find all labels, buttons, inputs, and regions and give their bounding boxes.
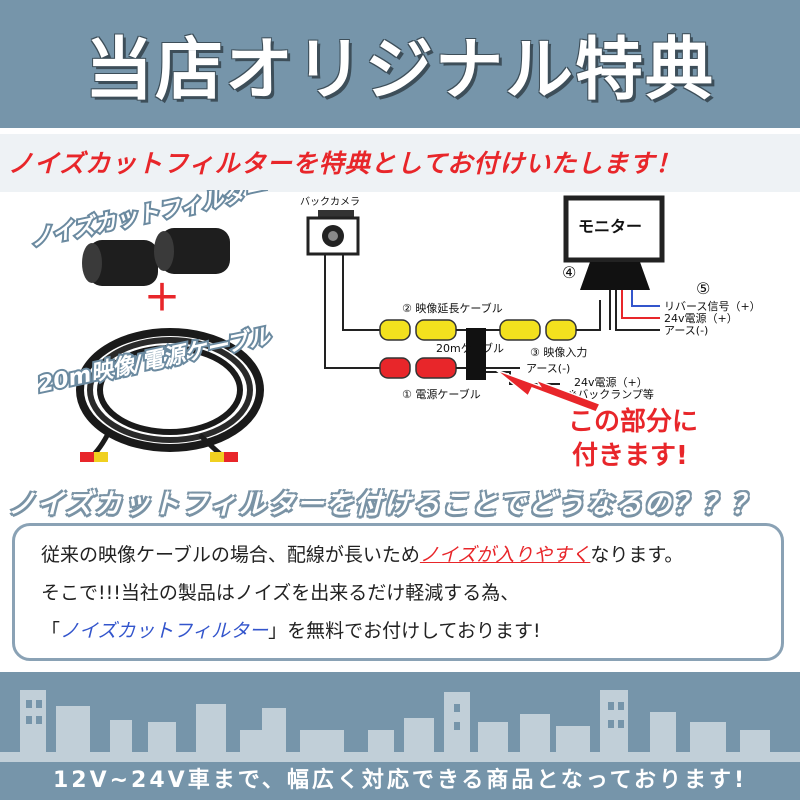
footer-text: 12V~24V車まで、幅広く対応できる商品となっております! — [52, 768, 747, 793]
info-line-2: そこで!!!当社の製品はノイズを出来るだけ軽減する為、 — [41, 582, 520, 604]
question-text: ノイズカットフィルターを付けることでどうなるの？？？ — [8, 489, 760, 520]
city-skyline-graphic — [0, 690, 800, 762]
footer-banner — [0, 672, 800, 800]
power-cable-label: ① 電源ケーブル — [402, 387, 481, 401]
monitor-label: モニター — [578, 217, 642, 236]
cable-coil-illustration — [76, 328, 264, 462]
cable-20m-label: 20mケーブル — [436, 341, 504, 355]
reverse-signal-label: リバース信号（+） — [664, 300, 761, 313]
info-line-3-highlight: ノイズカットフィルター — [60, 620, 269, 642]
callout-line2: 付きます! — [572, 441, 688, 471]
backlamp-label: ※バックランプ等 — [568, 387, 654, 401]
callout-line1: この部分に — [568, 407, 698, 437]
info-box: 従来の映像ケーブルの場合、配線が長いためノイズが入りやすくなります。 そこで!!… — [12, 523, 784, 661]
earth-left-label: アース(-) — [526, 362, 570, 375]
wiring-diagram: ノイズカットフィルター ＋ 20m映像/電源ケーブル バックカメラ ② 映像延長… — [26, 190, 761, 473]
info-line-1-post: なります。 — [590, 544, 684, 566]
headline-strip: ノイズカットフィルターを特典としてお付けいたします！ — [0, 134, 800, 192]
info-line-3: 「ノイズカットフィルター」を無料でお付けしております! — [41, 616, 541, 643]
earth-right-label: アース(-) — [664, 324, 708, 337]
power24-right-label: 24v電源（+） — [664, 311, 738, 325]
info-line-3-pre: 「 — [41, 620, 61, 642]
camera-icon — [306, 210, 360, 256]
info-line-1: 従来の映像ケーブルの場合、配線が長いためノイズが入りやすくなります。 — [41, 540, 683, 567]
plus-sign: ＋ — [144, 278, 180, 319]
header-banner: 当店オリジナル特典 — [0, 0, 800, 128]
question-heading: ノイズカットフィルターを付けることでどうなるの？？？ — [0, 478, 800, 522]
noise-filter-illustration — [82, 228, 230, 286]
monitor-icon — [563, 195, 665, 290]
info-line-1-highlight: ノイズが入りやすく — [419, 544, 591, 566]
info-line-1-pre: 従来の映像ケーブルの場合、配線が長いため — [41, 544, 420, 566]
wire-number: ⑤ — [696, 279, 710, 298]
power24-left-label: 24v電源（+） — [574, 375, 648, 389]
headline-text: ノイズカットフィルターを特典としてお付けいたします！ — [8, 149, 682, 178]
callout-arrow — [495, 369, 602, 413]
info-line-3-post: 」を無料でお付けしております! — [268, 620, 541, 642]
video-input-label: ③ 映像入力 — [530, 346, 587, 359]
page-title: 当店オリジナル特典 — [84, 31, 715, 110]
video-extension-label: ② 映像延長ケーブル — [402, 301, 503, 315]
monitor-number: ④ — [562, 263, 576, 282]
camera-label: バックカメラ — [300, 196, 360, 208]
